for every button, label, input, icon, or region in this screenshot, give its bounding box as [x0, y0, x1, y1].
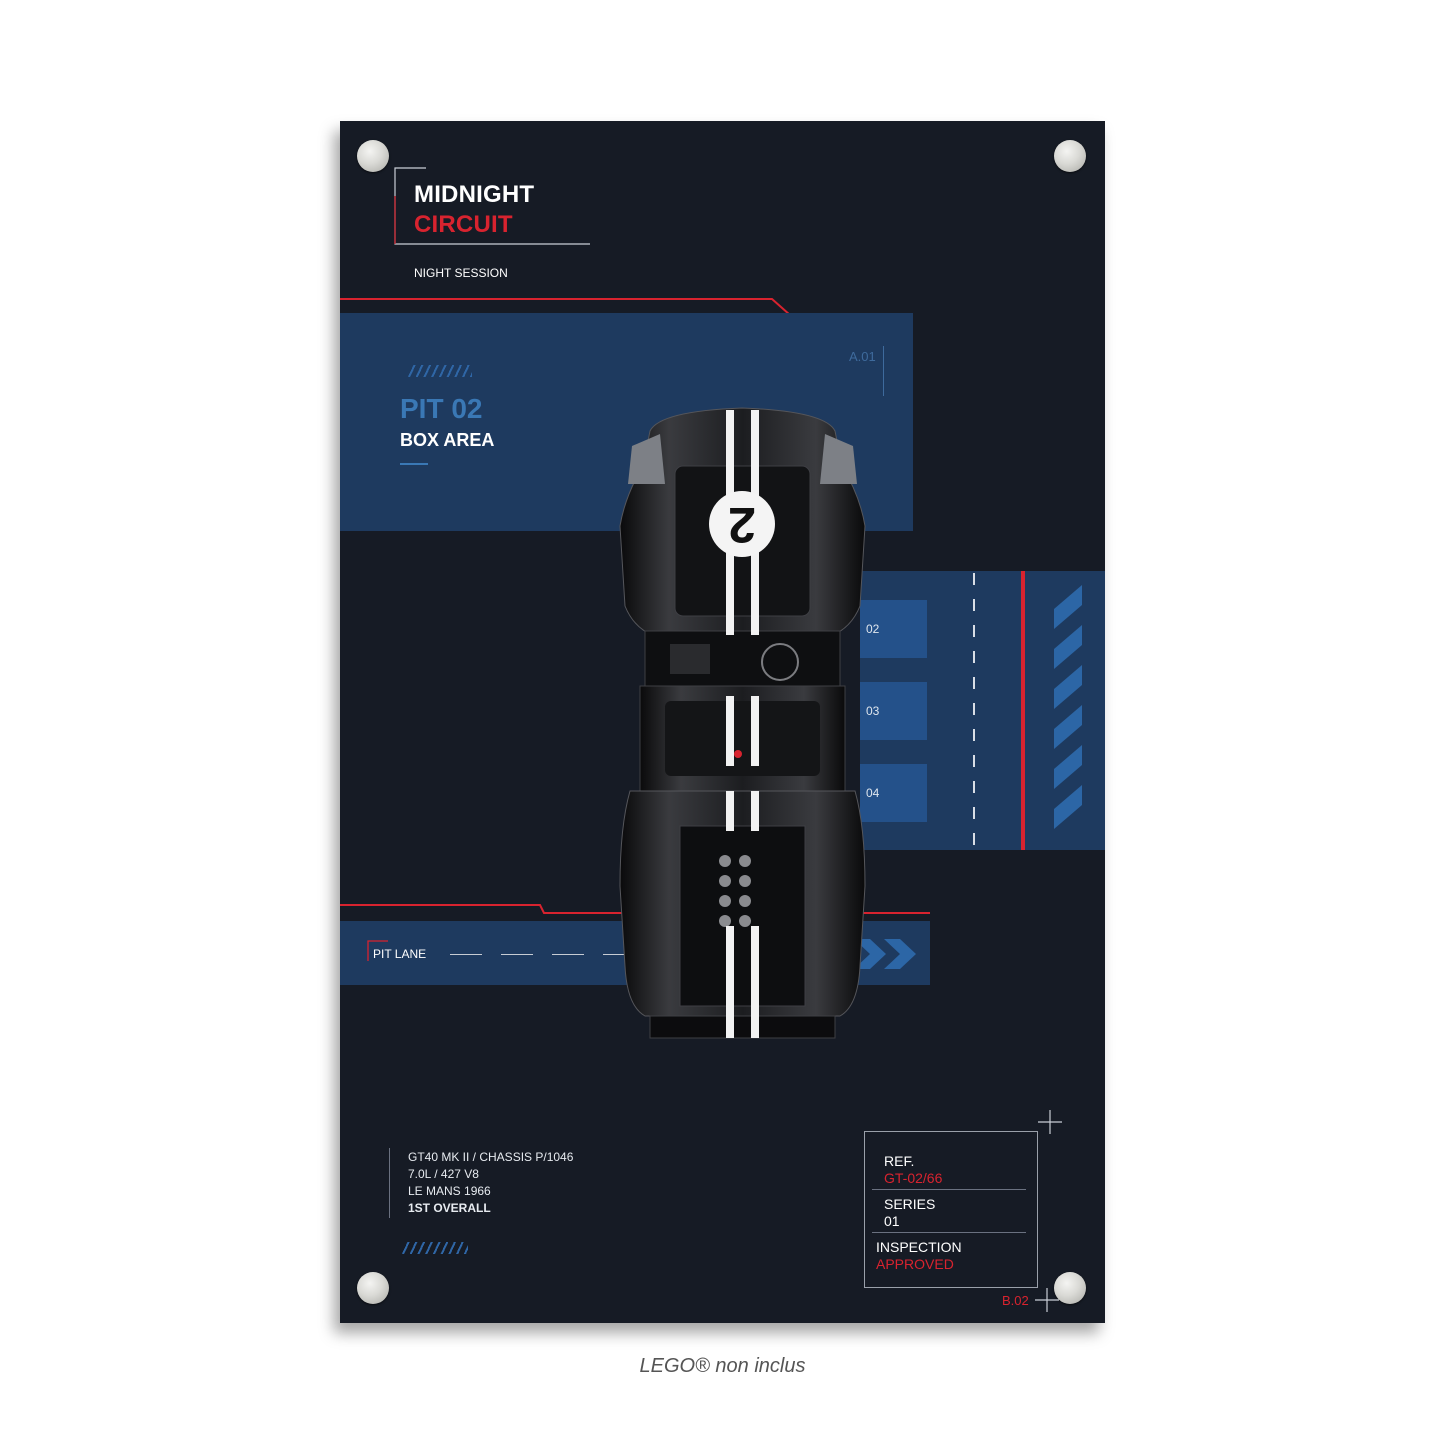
code-top: A.01 — [849, 349, 876, 364]
spec-line-1: GT40 MK II / CHASSIS P/1046 — [408, 1150, 574, 1164]
mount-screw-top-left — [357, 140, 389, 172]
slot-03: 03 — [860, 682, 927, 740]
hatch-marks-bottom — [402, 1242, 468, 1254]
slot-02-label: 02 — [866, 622, 880, 636]
ref-divider-2 — [872, 1232, 1026, 1233]
code-top-rule — [883, 346, 884, 396]
car-number: 2 — [728, 497, 756, 553]
title-line-2: CIRCUIT — [414, 211, 513, 238]
poster-panel: MIDNIGHT CIRCUIT NIGHT SESSION A.01 PIT … — [340, 121, 1105, 1323]
specs-rule — [389, 1148, 390, 1218]
spec-line-4: 1ST OVERALL — [408, 1201, 491, 1215]
pit-underline — [400, 463, 428, 465]
pit-subtitle: BOX AREA — [400, 430, 495, 450]
slot-03-label: 03 — [866, 704, 880, 718]
hatch-marks-top — [408, 365, 472, 377]
spec-line-2: 7.0L / 427 V8 — [408, 1167, 479, 1181]
lane-red-line — [1021, 571, 1025, 850]
pit-lane-bracket — [367, 940, 388, 961]
code-bottom: B.02 — [1002, 1293, 1029, 1308]
ref-divider-1 — [872, 1189, 1026, 1190]
title-bracket — [394, 167, 590, 245]
mount-screw-bottom-right — [1054, 1272, 1086, 1304]
inspection-label: INSPECTION — [876, 1239, 962, 1255]
crosshair-icon-top — [1038, 1110, 1062, 1134]
pit-lane-dashes — [450, 954, 650, 955]
slot-04: 04 — [860, 764, 927, 822]
ref-label: REF. — [884, 1153, 915, 1169]
series-value: 01 — [884, 1213, 900, 1229]
slot-04-label: 04 — [866, 786, 880, 800]
title-line-1: MIDNIGHT — [414, 181, 535, 208]
pit-lane-arrows-icon — [854, 939, 916, 969]
crosshair-icon-bottom — [1035, 1288, 1059, 1312]
race-car-topview: 2 — [619, 407, 866, 1039]
mount-screw-bottom-left — [357, 1272, 389, 1304]
series-label: SERIES — [884, 1196, 936, 1212]
pit-title: PIT 02 — [400, 393, 483, 424]
pit-lane-label: PIT LANE — [373, 947, 427, 961]
ref-value: GT-02/66 — [884, 1170, 943, 1186]
inspection-value: APPROVED — [876, 1256, 954, 1272]
slot-02: 02 — [860, 600, 927, 658]
lane-dashed-line — [973, 573, 975, 848]
mount-screw-top-right — [1054, 140, 1086, 172]
reference-box — [864, 1131, 1038, 1288]
caption: LEGO® non inclus — [639, 1355, 806, 1377]
lane-chevrons — [1054, 585, 1082, 829]
spec-line-3: LE MANS 1966 — [408, 1184, 491, 1198]
red-rule-top — [340, 298, 791, 316]
subtitle: NIGHT SESSION — [414, 266, 508, 280]
